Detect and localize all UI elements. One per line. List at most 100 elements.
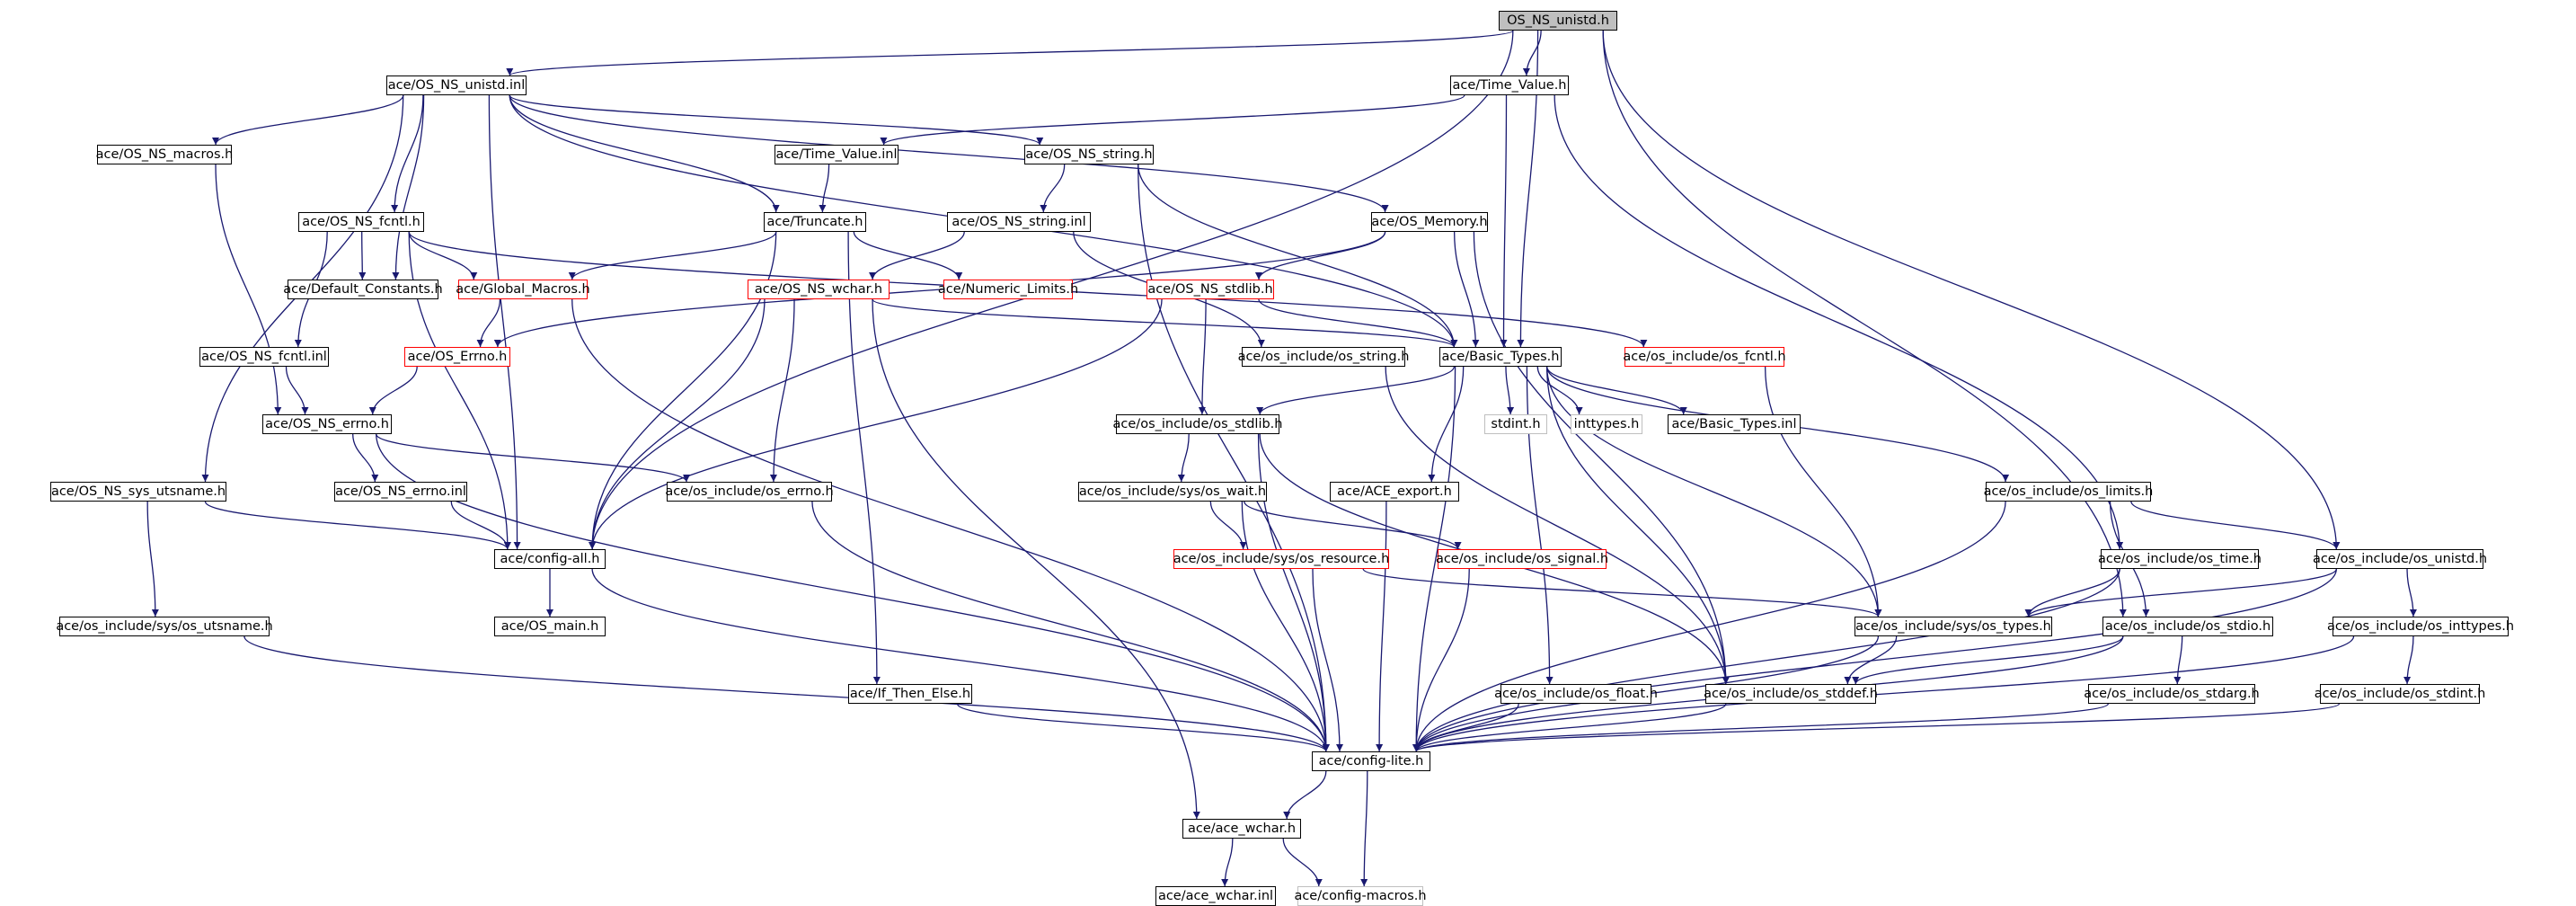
node-os-inttypes[interactable]: ace/os_include/os_inttypes.h bbox=[2327, 617, 2514, 636]
edge-truncate-to-if_then_else bbox=[847, 231, 881, 685]
edge-time_value_h-to-os_time bbox=[1554, 94, 2124, 550]
node-string-inl[interactable]: ace/OS_NS_string.inl bbox=[947, 212, 1091, 232]
edge-wait-to-resource bbox=[1209, 501, 1247, 550]
edge-resource-to-config_lite bbox=[1312, 568, 1343, 752]
edge-ace_export-to-config_lite bbox=[1376, 501, 1387, 752]
node-resource[interactable]: ace/os_include/sys/os_resource.h bbox=[1173, 549, 1389, 569]
edge-root-to-stdio bbox=[1602, 30, 2127, 617]
node-os-main[interactable]: ace/OS_main.h bbox=[494, 617, 606, 636]
node-ace-wchar-h[interactable]: ace/ace_wchar.h bbox=[1182, 819, 1301, 839]
node-sys-utsname[interactable]: ace/os_include/sys/os_utsname.h bbox=[56, 617, 273, 636]
edge-ace_wchar_h-to-ace_wchar_inl bbox=[1221, 838, 1234, 887]
edge-unistd_inl-to-fcntl_h bbox=[391, 94, 424, 213]
edge-truncate-to-numeric_limits bbox=[853, 231, 963, 280]
edge-config_lite-to-ace_wchar_h bbox=[1283, 770, 1327, 820]
edge-wait-to-config_lite bbox=[1241, 501, 1330, 752]
edge-string_h-to-string_inl bbox=[1040, 164, 1066, 213]
edge-config_all-to-config_lite bbox=[591, 568, 1330, 752]
node-config-all[interactable]: ace/config-all.h bbox=[494, 549, 606, 569]
edge-sys_types-to-stddef bbox=[1844, 635, 1898, 685]
node-fcntl-inl[interactable]: ace/OS_NS_fcntl.inl bbox=[199, 347, 329, 367]
edge-stdio-to-stdarg bbox=[2173, 635, 2183, 685]
node-stddef[interactable]: ace/os_include/os_stddef.h bbox=[1704, 684, 1878, 704]
edge-os_fcntl-to-sys_types bbox=[1764, 366, 1882, 617]
node-ace-wchar-inl[interactable]: ace/ace_wchar.inl bbox=[1155, 886, 1276, 906]
node-string-h[interactable]: ace/OS_NS_string.h bbox=[1024, 145, 1154, 164]
node-os-errno[interactable]: ace/OS_Errno.h bbox=[404, 347, 510, 367]
edge-ace_wchar_h-to-config_macros bbox=[1282, 838, 1323, 887]
edge-truncate-to-global_macros bbox=[568, 231, 777, 280]
edge-os_inttypes-to-os_stdint bbox=[2403, 635, 2414, 685]
node-float[interactable]: ace/os_include/os_float.h bbox=[1494, 684, 1658, 704]
node-os-errno-inc[interactable]: ace/os_include/os_errno.h bbox=[665, 482, 834, 502]
edge-unistd_inl-to-truncate bbox=[509, 94, 780, 213]
edge-time_value_h-to-time_value_inl bbox=[880, 94, 1465, 146]
edge-basic_types-to-os_stdlib bbox=[1256, 366, 1455, 415]
node-stdlib-ns[interactable]: ace/OS_NS_stdlib.h bbox=[1146, 280, 1274, 299]
node-limits[interactable]: ace/os_include/os_limits.h bbox=[1984, 482, 2153, 502]
edge-memory-to-stddef bbox=[1473, 231, 1730, 685]
edge-stdlib_ns-to-config_all bbox=[589, 298, 1163, 550]
node-basic-types-inl[interactable]: ace/Basic_Types.inl bbox=[1668, 414, 1801, 434]
edge-os_unistd-to-config_lite bbox=[1412, 568, 2337, 752]
node-fcntl-h[interactable]: ace/OS_NS_fcntl.h bbox=[298, 212, 424, 232]
edge-wchar-to-ace_wchar_h bbox=[872, 298, 1200, 820]
edge-memory-to-basic_types bbox=[1454, 231, 1480, 348]
edge-fcntl_h-to-default_constants bbox=[359, 231, 367, 280]
node-memory[interactable]: ace/OS_Memory.h bbox=[1371, 212, 1488, 232]
node-stdarg[interactable]: ace/os_include/os_stdarg.h bbox=[2084, 684, 2260, 704]
node-utsname-h[interactable]: ace/OS_NS_sys_utsname.h bbox=[50, 482, 226, 502]
node-if-then-else[interactable]: ace/If_Then_Else.h bbox=[848, 684, 972, 704]
edge-os_stdlib-to-wait bbox=[1177, 433, 1190, 483]
node-time-value-inl[interactable]: ace/Time_Value.inl bbox=[775, 145, 899, 164]
node-sys-types[interactable]: ace/os_include/sys/os_types.h bbox=[1855, 617, 2052, 636]
node-config-lite[interactable]: ace/config-lite.h bbox=[1312, 751, 1430, 771]
node-os-unistd[interactable]: ace/os_include/os_unistd.h bbox=[2313, 549, 2487, 569]
edge-wchar-to-os_errno_inc bbox=[769, 298, 795, 483]
edge-global_macros-to-os_errno bbox=[476, 298, 501, 348]
node-os-stdint[interactable]: ace/os_include/os_stdint.h bbox=[2315, 684, 2485, 704]
node-wait[interactable]: ace/os_include/sys/os_wait.h bbox=[1078, 482, 1267, 502]
edge-errno_h-to-os_errno_inc bbox=[376, 433, 690, 483]
node-root[interactable]: OS_NS_unistd.h bbox=[1499, 11, 1617, 31]
node-config-macros[interactable]: ace/config-macros.h bbox=[1294, 886, 1427, 906]
node-signal[interactable]: ace/os_include/os_signal.h bbox=[1436, 549, 1608, 569]
edge-wchar-to-config_all bbox=[589, 298, 766, 550]
edge-stddef-to-config_lite bbox=[1412, 703, 1727, 752]
edge-basic_types-to-stdint bbox=[1505, 366, 1515, 415]
node-default-constants[interactable]: ace/Default_Constants.h bbox=[283, 280, 443, 299]
edge-fcntl_h-to-global_macros bbox=[408, 231, 478, 280]
node-unistd-inl[interactable]: ace/OS_NS_unistd.inl bbox=[386, 76, 527, 95]
edge-errno_h-to-errno_inl bbox=[352, 433, 379, 483]
edge-basic_types-to-ace_export bbox=[1428, 366, 1465, 483]
node-truncate[interactable]: ace/Truncate.h bbox=[764, 212, 866, 232]
edge-stdlib_ns-to-os_stdlib bbox=[1198, 298, 1207, 415]
edge-string_h-to-config_lite bbox=[1138, 164, 1330, 752]
edge-stdio-to-stddef bbox=[1852, 635, 2124, 685]
node-stdint[interactable]: stdint.h bbox=[1484, 414, 1547, 434]
node-inttypes[interactable]: inttypes.h bbox=[1571, 414, 1642, 434]
node-os-fcntl[interactable]: ace/os_include/os_fcntl.h bbox=[1623, 347, 1786, 367]
node-time-value-h[interactable]: ace/Time_Value.h bbox=[1450, 76, 1569, 95]
node-basic-types[interactable]: ace/Basic_Types.h bbox=[1439, 347, 1562, 367]
node-stdio[interactable]: ace/os_include/os_stdio.h bbox=[2102, 617, 2273, 636]
node-numeric-limits[interactable]: ace/Numeric_Limits.h bbox=[938, 280, 1078, 299]
node-errno-inl[interactable]: ace/OS_NS_errno.inl bbox=[334, 482, 467, 502]
edge-unistd_inl-to-memory bbox=[509, 94, 1389, 213]
node-macros[interactable]: ace/OS_NS_macros.h bbox=[96, 145, 233, 164]
node-global-macros[interactable]: ace/Global_Macros.h bbox=[456, 280, 590, 299]
edge-os_string-to-stddef bbox=[1385, 366, 1730, 685]
node-os-time[interactable]: ace/os_include/os_time.h bbox=[2098, 549, 2262, 569]
edge-wait-to-signal bbox=[1244, 501, 1462, 550]
edge-memory-to-os_errno bbox=[493, 231, 1386, 348]
node-ace-export[interactable]: ace/ACE_export.h bbox=[1330, 482, 1459, 502]
node-wchar[interactable]: ace/OS_NS_wchar.h bbox=[748, 280, 890, 299]
node-os-stdlib[interactable]: ace/os_include/os_stdlib.h bbox=[1113, 414, 1282, 434]
node-errno-h[interactable]: ace/OS_NS_errno.h bbox=[262, 414, 392, 434]
edge-global_macros-to-config_lite bbox=[571, 298, 1330, 752]
edge-utsname_h-to-sys_utsname bbox=[146, 501, 159, 617]
edge-basic_types-to-inttypes bbox=[1536, 366, 1583, 415]
node-os-string[interactable]: ace/os_include/os_string.h bbox=[1238, 347, 1409, 367]
edge-os_errno_inc-to-config_lite bbox=[811, 501, 1330, 752]
